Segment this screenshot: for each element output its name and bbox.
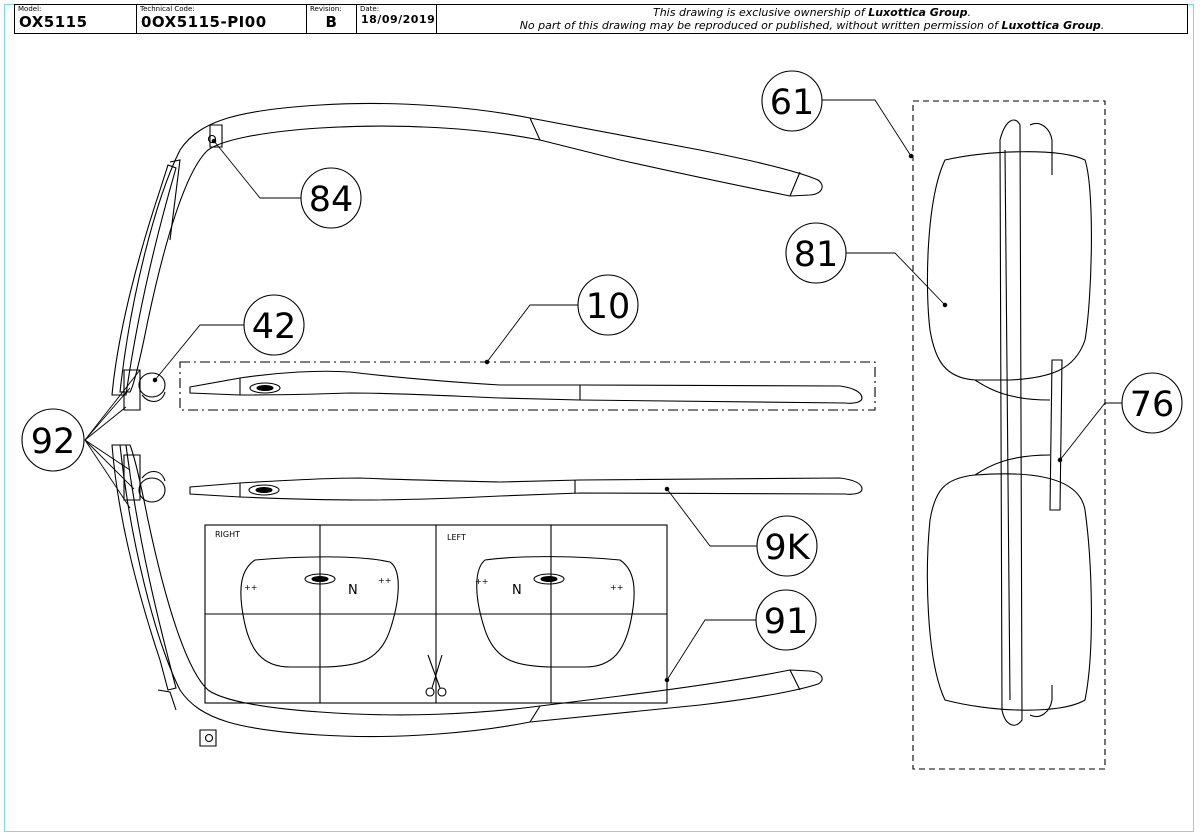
right-lens-mark-left: ++ — [244, 583, 257, 592]
model-value: OX5115 — [19, 13, 88, 31]
left-lens-shape — [476, 556, 635, 668]
top-view-upper-temple — [119, 102, 823, 393]
right-lens-n: N — [348, 583, 358, 598]
svg-text:42: 42 — [252, 307, 297, 347]
top-view-front — [111, 164, 177, 691]
left-lens-mark-left: ++ — [475, 577, 488, 586]
ownership-notice: This drawing is exclusive ownership of L… — [437, 5, 1187, 33]
temple-9k — [189, 477, 863, 501]
scissors-icon — [425, 654, 447, 697]
callout-10: 10 — [577, 274, 639, 336]
svg-text:91: 91 — [764, 602, 809, 642]
right-lens-logo — [304, 573, 336, 585]
date-cell: Date: 18/09/2019 — [357, 5, 437, 33]
left-lens-logo — [533, 573, 565, 585]
svg-text:84: 84 — [309, 180, 354, 220]
right-lens-mark-right: ++ — [378, 576, 391, 585]
right-lens-label: RIGHT — [215, 530, 240, 539]
top-view-lower-temple — [119, 444, 823, 747]
nose-pads — [138, 372, 166, 503]
technical-code-cell: Technical Code: 0OX5115-PI00 — [137, 5, 307, 33]
svg-text:61: 61 — [770, 83, 815, 123]
callout-92: 92 — [21, 408, 85, 472]
revision-cell: Revision: B — [307, 5, 357, 33]
temple-10 — [189, 370, 863, 404]
svg-text:76: 76 — [1130, 385, 1175, 425]
notice-line-2: No part of this drawing may be reproduce… — [519, 19, 1105, 32]
right-lens-shape — [240, 556, 399, 668]
lower-lens — [926, 473, 1092, 711]
date-caption: Date: — [360, 5, 380, 13]
callout-9k: 9K — [756, 515, 818, 577]
lens-panel: RIGHT LEFT ++ ++ N ++ ++ N — [204, 524, 668, 704]
callout-61: 61 — [761, 70, 823, 132]
temple-10-box — [179, 361, 876, 411]
date-value: 18/09/2019 — [361, 13, 436, 26]
callout-84: 84 — [300, 167, 362, 229]
notice-line-1: This drawing is exclusive ownership of L… — [652, 6, 972, 19]
svg-text:81: 81 — [794, 235, 839, 275]
callout-91: 91 — [755, 589, 817, 651]
upper-lens — [926, 151, 1092, 381]
callout-leaders — [84, 99, 1122, 683]
revision-caption: Revision: — [310, 5, 342, 13]
technical-code-caption: Technical Code: — [140, 5, 195, 13]
left-lens-label: LEFT — [447, 533, 466, 542]
technical-code-value: 0OX5115-PI00 — [141, 13, 267, 31]
svg-text:92: 92 — [31, 422, 76, 462]
front-view-box — [912, 100, 1106, 770]
callout-76: 76 — [1121, 372, 1183, 434]
bridge-part — [1049, 359, 1063, 511]
front-view — [926, 119, 1092, 726]
callout-81: 81 — [785, 222, 847, 284]
callout-42: 42 — [243, 294, 305, 356]
left-lens-n: N — [512, 583, 522, 598]
title-block: Model: OX5115 Technical Code: 0OX5115-PI… — [14, 4, 1188, 34]
revision-value: B — [325, 13, 338, 31]
model-cell: Model: OX5115 — [15, 5, 137, 33]
left-lens-mark-right: ++ — [610, 583, 623, 592]
model-caption: Model: — [18, 5, 42, 13]
svg-text:9K: 9K — [764, 528, 810, 568]
svg-text:10: 10 — [586, 287, 631, 327]
